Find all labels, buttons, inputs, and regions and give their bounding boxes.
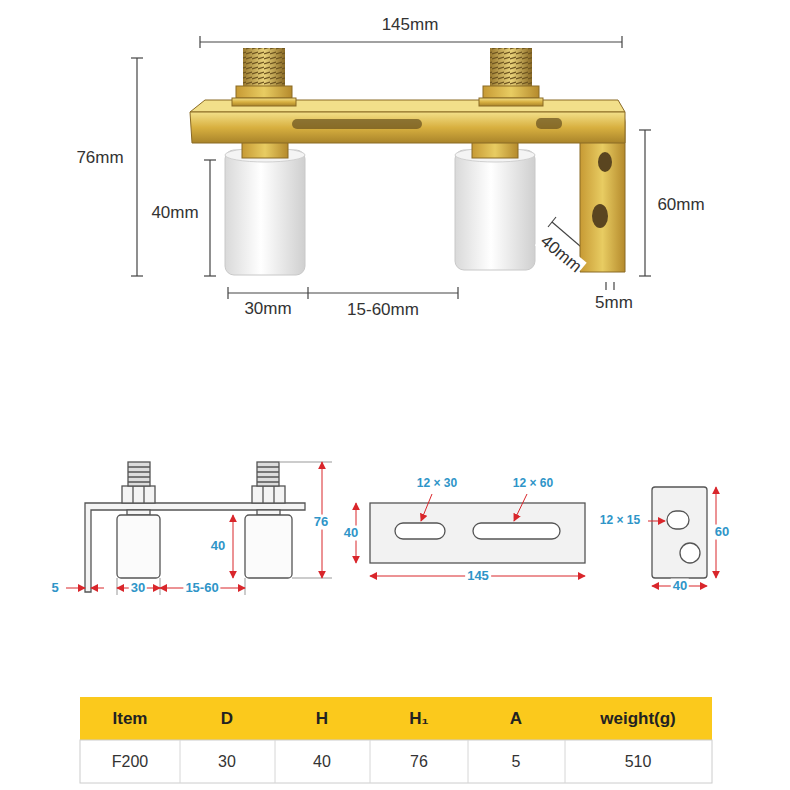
- dimension-label: 12 × 30: [415, 477, 459, 491]
- dimension-lines: [131, 36, 651, 299]
- table-header-cell: A: [508, 709, 524, 729]
- dimension-label: 60: [713, 525, 731, 540]
- table-cell: F200: [110, 753, 150, 771]
- table-cell: 40: [311, 753, 333, 771]
- top-plate-drawing: [370, 503, 585, 563]
- side-view-drawing: [85, 462, 305, 592]
- dimension-label: 15-60mm: [345, 300, 421, 320]
- dimension-label: 12 × 60: [511, 477, 555, 491]
- dimension-label: 40: [209, 539, 227, 554]
- spec-table: [80, 697, 712, 783]
- dimension-label: 40: [671, 579, 689, 594]
- table-cell: 30: [216, 753, 238, 771]
- top-plate-dimensions: [356, 494, 585, 576]
- table-header-cell: D: [219, 709, 235, 729]
- dimension-label: 5mm: [593, 293, 635, 313]
- table-header-cell: H₁: [407, 709, 430, 729]
- table-cell: 510: [623, 753, 654, 771]
- dimension-label: 30: [129, 581, 147, 596]
- dimension-label: 12 × 15: [598, 514, 642, 528]
- table-header-cell: Item: [111, 709, 150, 729]
- flange-plate-dimensions: [648, 487, 716, 586]
- dimension-label: 40mm: [149, 203, 200, 223]
- table-cell: 76: [408, 753, 430, 771]
- dimension-label: 145mm: [380, 15, 441, 35]
- dimension-label: 60mm: [655, 195, 706, 215]
- dimension-label: 40: [342, 526, 360, 541]
- dimension-label: 15-60: [183, 581, 220, 596]
- dimension-label: 76: [312, 515, 330, 530]
- dimension-label: 76mm: [74, 148, 125, 168]
- flange-plate-drawing: [652, 487, 707, 578]
- side-view-dimensions: [66, 462, 332, 595]
- dimension-label: 30mm: [242, 299, 293, 319]
- table-header-cell: weight(g): [598, 709, 678, 729]
- dimension-label: 40mm: [535, 230, 587, 278]
- table-cell: 5: [510, 753, 523, 771]
- dimension-label: 145: [465, 569, 491, 584]
- table-header-cell: H: [314, 709, 330, 729]
- dimension-label: 5: [49, 581, 60, 596]
